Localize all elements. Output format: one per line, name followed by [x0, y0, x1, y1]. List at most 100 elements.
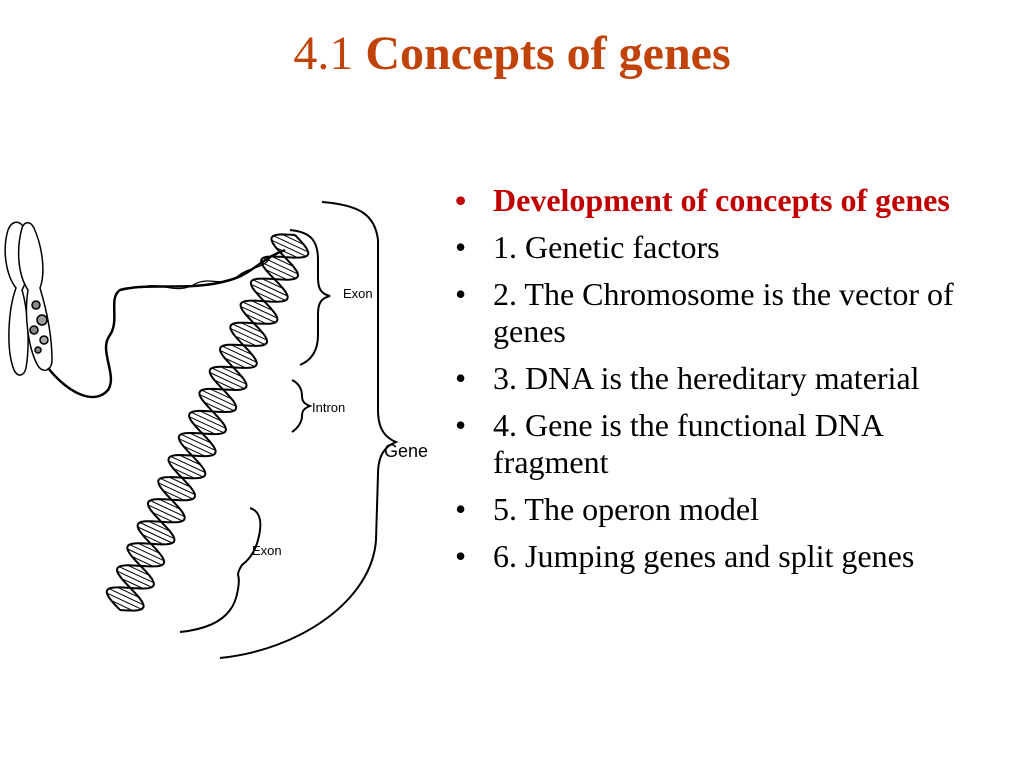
dna-helix-icon — [105, 233, 310, 612]
bullet-text: 3. DNA is the hereditary material — [493, 360, 920, 396]
base-pair-rung — [179, 454, 201, 466]
bullet-marker: • — [455, 276, 467, 312]
base-pair-rung — [180, 433, 216, 451]
intron-brace — [291, 379, 313, 433]
bullet-marker: • — [455, 491, 467, 527]
bullet-item: • 1. Genetic factors — [455, 229, 1000, 266]
bullet-text: Development of concepts of genes — [493, 182, 950, 218]
bullet-marker: • — [455, 360, 467, 396]
gene-diagram: Exon Intron Gene Exon — [4, 201, 428, 659]
bullet-heading: • Development of concepts of genes — [455, 182, 1000, 219]
bullet-text: 1. Genetic factors — [493, 229, 720, 265]
base-pair-rung — [189, 432, 212, 444]
base-pair-rung — [162, 489, 185, 501]
bullet-item: • 4. Gene is the functional DNA fragment — [455, 407, 1000, 481]
bullet-text: 2. The Chromosome is the vector of genes — [493, 276, 954, 349]
exon-top-brace — [289, 229, 331, 366]
base-pair-rung — [188, 416, 224, 434]
bullet-text: 5. The operon model — [493, 491, 760, 527]
base-pair-rung — [148, 520, 171, 532]
base-pair-rung — [282, 233, 304, 245]
base-pair-rung — [232, 323, 268, 341]
base-pair-rung — [158, 482, 194, 500]
bullet-item: • 6. Jumping genes and split genes — [455, 538, 1000, 575]
slide-title: 4.1 Concepts of genes — [0, 22, 1024, 86]
base-pair-rung — [220, 366, 243, 378]
base-pair-rung — [121, 578, 144, 589]
bullet-item: • 2. The Chromosome is the vector of gen… — [455, 276, 1000, 350]
base-pair-rung — [234, 335, 257, 347]
base-pair-rung — [137, 542, 160, 554]
base-pair-rung — [127, 548, 163, 566]
bullet-list: • Development of concepts of genes • 1. … — [455, 182, 1000, 585]
base-pair-rung — [252, 279, 288, 297]
base-pair-rung — [117, 586, 140, 598]
base-pair-rung — [199, 394, 235, 412]
base-pair-rung — [129, 544, 165, 562]
base-pair-rung — [172, 467, 195, 479]
bullet-text: 6. Jumping genes and split genes — [493, 538, 915, 574]
base-pair-rung — [261, 261, 297, 279]
base-pair-rung — [139, 522, 175, 540]
base-pair-rung — [147, 504, 183, 522]
bullet-item: • 3. DNA is the hereditary material — [455, 360, 1000, 397]
title-number: 4.1 — [293, 27, 354, 80]
base-pair-rung — [240, 305, 276, 323]
base-pair-rung — [142, 533, 164, 545]
base-pair-rung — [193, 423, 216, 435]
base-pair-rung — [224, 357, 247, 369]
base-pair-rung — [261, 278, 284, 289]
base-pair-rung — [137, 526, 173, 544]
base-pair-rung — [168, 460, 204, 478]
base-pair-rung — [203, 401, 226, 413]
bullet-text: 4. Gene is the functional DNA fragment — [493, 407, 883, 480]
base-pair-rung — [250, 283, 286, 301]
base-pair-rung — [255, 291, 278, 303]
label-gene: Gene — [384, 441, 428, 461]
base-pair-rung — [263, 257, 299, 275]
base-pair-rung — [273, 235, 309, 253]
base-pair-rung — [131, 556, 154, 567]
base-pair-rung — [230, 344, 253, 356]
base-pair-rung — [201, 389, 237, 407]
base-pair-rung — [160, 477, 196, 495]
base-pair-rung — [265, 269, 288, 281]
base-pair-rung — [127, 564, 150, 576]
base-pair-rung — [251, 300, 273, 312]
base-pair-rung — [209, 388, 232, 400]
label-exon-bottom: Exon — [252, 543, 282, 558]
base-pair-rung — [214, 379, 236, 391]
base-pair-rung — [221, 345, 257, 363]
base-pair-rung — [209, 372, 245, 390]
label-intron: Intron — [312, 400, 345, 415]
bullet-marker: • — [455, 538, 467, 574]
base-pair-rung — [178, 438, 214, 456]
base-pair-rung — [168, 476, 191, 488]
bullet-marker: • — [455, 229, 467, 265]
bullet-marker: • — [455, 407, 467, 443]
base-pair-rung — [219, 350, 255, 368]
base-pair-rung — [158, 498, 181, 510]
gene-brace — [219, 201, 399, 659]
base-pair-rung — [108, 588, 144, 606]
base-pair-rung — [149, 500, 185, 518]
base-pair-rung — [106, 592, 142, 610]
bullet-item: • 5. The operon model — [455, 491, 1000, 528]
base-pair-rung — [211, 367, 247, 385]
base-pair-rung — [230, 327, 266, 345]
base-pair-rung — [275, 247, 298, 259]
base-pair-rung — [199, 410, 222, 422]
base-pair-rung — [191, 411, 227, 429]
bullet-marker: • — [455, 182, 467, 218]
base-pair-rung — [118, 566, 154, 584]
base-pair-rung — [170, 455, 206, 473]
fiber-coil — [139, 257, 271, 290]
base-pair-rung — [152, 511, 175, 523]
base-pair-rung — [242, 301, 278, 319]
base-pair-rung — [271, 256, 294, 267]
base-pair-rung — [111, 600, 133, 612]
base-pair-rung — [116, 570, 152, 588]
chromosome-icon — [4, 221, 53, 376]
base-pair-rung — [240, 322, 263, 334]
